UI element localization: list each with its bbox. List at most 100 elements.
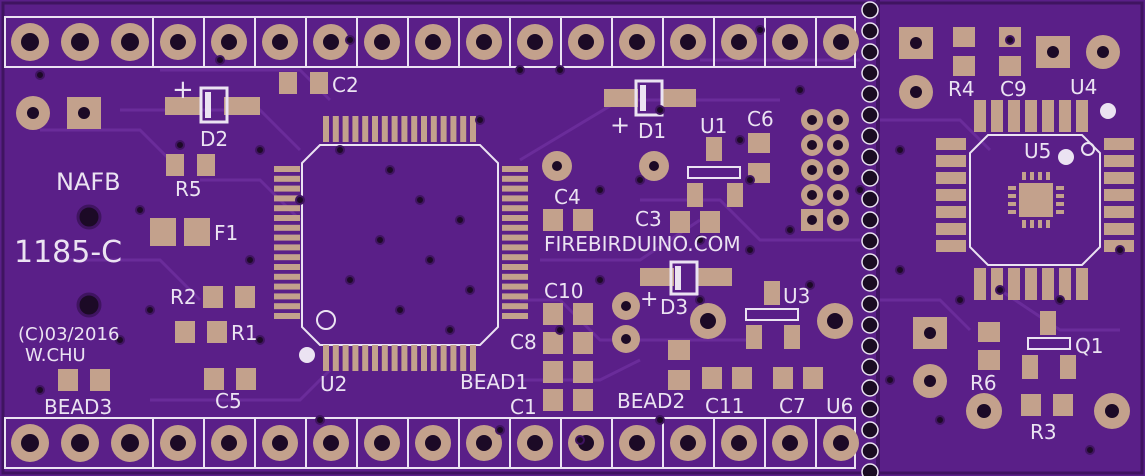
mcu-pad — [502, 313, 528, 319]
u4-pad — [936, 240, 966, 252]
u4-pad — [936, 189, 966, 201]
icsp-hole — [807, 190, 817, 200]
designator-Q1: Q1 — [1075, 334, 1103, 358]
designator-C9: C9 — [1000, 77, 1027, 101]
designator-labels: C2 D2 R5 F1 R2 R1 BEAD3 C5 U2 D1 U1 C6 C… — [44, 73, 1103, 444]
edge-hole — [861, 43, 879, 61]
header-hole — [21, 434, 39, 452]
via — [1115, 245, 1125, 255]
mcu-pad — [502, 215, 528, 221]
header-hole — [221, 435, 237, 451]
edge-hole — [861, 106, 879, 124]
mcu-pad — [430, 345, 437, 371]
via — [655, 415, 665, 425]
via — [35, 385, 45, 395]
u5-pin1-dot — [1058, 149, 1074, 165]
icsp-hole — [833, 115, 843, 125]
header-hole — [527, 435, 543, 451]
header-hole — [272, 34, 288, 50]
plus-mark-d1: + — [610, 111, 630, 139]
mcu-pad — [421, 116, 427, 142]
u4-pad — [974, 268, 986, 300]
u4-pad — [1059, 268, 1071, 300]
smd-bead1 — [543, 361, 593, 383]
u4-left-pads — [936, 138, 966, 252]
via — [395, 305, 405, 315]
u5-pad — [1038, 172, 1042, 180]
edge-hole — [861, 232, 879, 250]
mcu-pad — [274, 166, 300, 172]
smd-c10 — [543, 303, 593, 325]
mcu-pad — [274, 195, 300, 202]
u4-pad — [1008, 100, 1020, 132]
u5-pad — [1056, 210, 1064, 214]
via — [575, 435, 585, 445]
via — [245, 255, 255, 265]
mcu-pad — [401, 345, 408, 371]
header-hole — [476, 435, 492, 451]
mcu-pad — [421, 345, 427, 371]
mcu-pad — [450, 345, 457, 371]
left-connector — [16, 96, 101, 130]
mcu-pad — [502, 205, 528, 212]
edge-hole — [861, 127, 879, 145]
mcu-pad — [502, 264, 528, 270]
header-hole — [731, 435, 747, 451]
mcu-pad — [274, 293, 300, 300]
mcu-pad — [502, 283, 528, 290]
u5-pad — [1056, 194, 1064, 198]
header-hole — [323, 435, 339, 451]
smd-r1 — [175, 321, 227, 343]
mcu-bottom-pads — [323, 345, 476, 371]
via — [315, 415, 325, 425]
plus-mark-d2: + — [172, 75, 194, 105]
smd-r4 — [953, 27, 975, 76]
via — [445, 325, 455, 335]
pin1-marker — [316, 310, 336, 330]
u4-pad — [936, 138, 966, 150]
mcu-pad — [274, 244, 300, 251]
via — [735, 135, 745, 145]
header-hole — [629, 34, 645, 50]
designator-R4: R4 — [948, 77, 975, 101]
via — [595, 275, 605, 285]
via — [795, 85, 805, 95]
via — [995, 285, 1005, 295]
mcu-pad — [450, 116, 457, 142]
via — [475, 115, 485, 125]
via — [255, 145, 265, 155]
mcu-pad — [274, 224, 300, 231]
header-hole — [170, 435, 186, 451]
designator-U3: U3 — [783, 284, 810, 308]
edge-hole — [861, 253, 879, 271]
via — [495, 425, 505, 435]
smd-c4 — [543, 209, 593, 231]
u4-pad — [1059, 100, 1071, 132]
designator-BEAD2: BEAD2 — [617, 389, 685, 413]
mcu-pad — [342, 345, 349, 371]
smd-r2 — [203, 286, 255, 308]
bottom-header-pins — [11, 418, 859, 468]
via — [115, 335, 125, 345]
via-hole — [76, 204, 102, 230]
mcu-pad — [391, 116, 398, 142]
via — [385, 165, 395, 175]
fiducial-dot — [299, 347, 315, 363]
via — [1005, 35, 1015, 45]
icsp-hole — [807, 165, 817, 175]
icsp-hole — [833, 140, 843, 150]
via — [595, 185, 605, 195]
header-hole — [21, 33, 39, 51]
designator-C3: C3 — [635, 207, 662, 231]
mcu-pad — [430, 116, 437, 142]
edge-hole — [861, 421, 879, 439]
u4-pad — [1008, 268, 1020, 300]
mcu-pad — [274, 264, 300, 270]
mcu-pad — [502, 303, 528, 310]
via — [885, 375, 895, 385]
via — [295, 195, 305, 205]
part-number-text: 1185-C — [14, 235, 122, 270]
header-hole — [323, 34, 339, 50]
mcu-pad — [391, 345, 398, 371]
u4-right-pads — [1104, 138, 1134, 252]
